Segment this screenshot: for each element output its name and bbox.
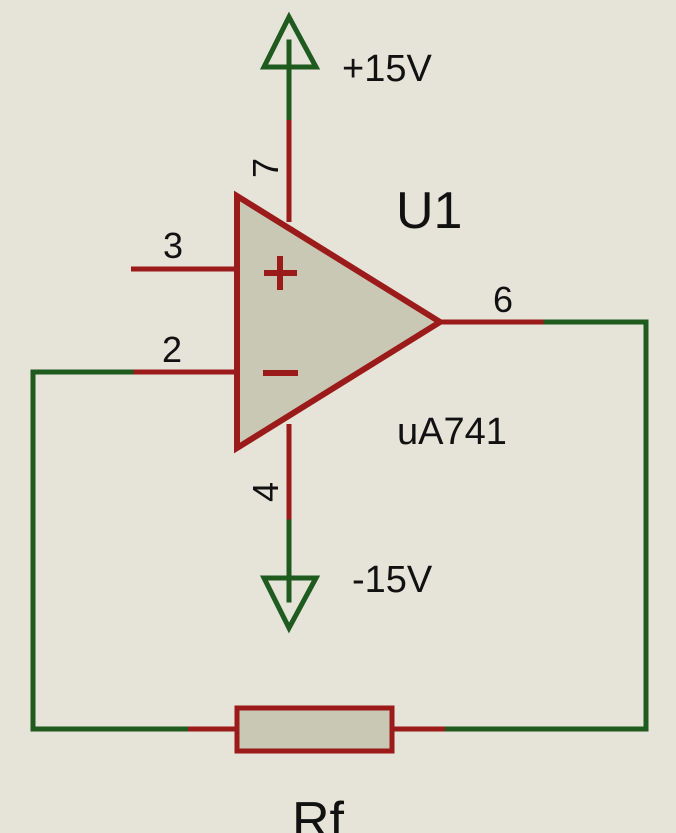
positive-supply-label: +15V bbox=[342, 48, 432, 90]
noninverting-plus-sign bbox=[264, 256, 297, 290]
pin-4-number: 4 bbox=[245, 482, 286, 502]
resistor-body bbox=[234, 705, 395, 754]
opamp-part-label: uA741 bbox=[397, 411, 507, 453]
pin-6-number: 6 bbox=[493, 279, 513, 320]
negative-supply-label: -15V bbox=[352, 559, 433, 601]
feedback-wire-output bbox=[442, 319, 649, 732]
pin-7-number: 7 bbox=[245, 158, 286, 178]
opamp-body bbox=[234, 190, 446, 454]
feedback-wire-inverting bbox=[30, 369, 191, 732]
positive-supply-symbol bbox=[259, 11, 321, 123]
pin-2-number: 2 bbox=[162, 329, 182, 370]
resistor-reference-label: Rf bbox=[292, 792, 345, 833]
resistor-rf bbox=[188, 705, 445, 754]
negative-supply-arrow-icon bbox=[259, 575, 321, 634]
negative-supply-symbol bbox=[259, 519, 321, 634]
pin-3-number: 3 bbox=[163, 225, 183, 266]
opamp-reference-label: U1 bbox=[396, 182, 462, 240]
